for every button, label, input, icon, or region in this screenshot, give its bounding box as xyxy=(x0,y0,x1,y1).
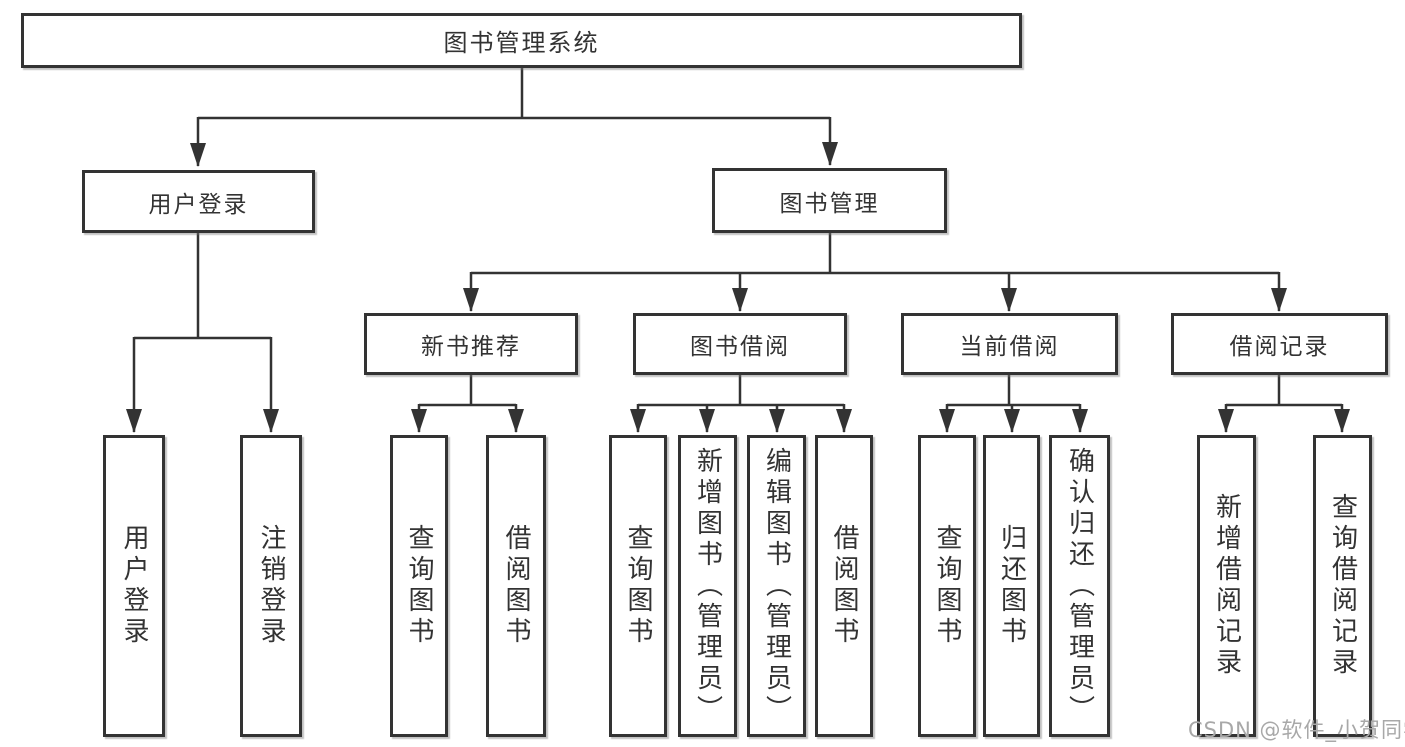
leaf-return-books: 归还图书 xyxy=(983,435,1040,737)
leaf-add-book-admin: 新增图书（管理员） xyxy=(678,435,737,737)
leaf-logout: 注销登录 xyxy=(240,435,302,737)
node-new-book-recommend: 新书推荐 xyxy=(364,313,578,375)
leaf-user-login: 用户登录 xyxy=(103,435,165,737)
leaf-add-borrow-record: 新增借阅记录 xyxy=(1197,435,1256,737)
node-label: 查询图书 xyxy=(404,524,434,648)
node-label: 借阅记录 xyxy=(1229,334,1330,360)
node-label: 新增借阅记录 xyxy=(1211,493,1242,679)
leaf-borrow-books: 借阅图书 xyxy=(815,435,873,737)
node-label: 借阅图书 xyxy=(829,524,859,648)
node-label: 查询借阅记录 xyxy=(1327,493,1358,679)
leaf-query-borrow-record: 查询借阅记录 xyxy=(1313,435,1372,737)
node-current-borrowing: 当前借阅 xyxy=(901,313,1118,375)
node-label: 图书管理 xyxy=(779,190,880,217)
node-label: 新增图书（管理员） xyxy=(692,446,723,726)
node-label: 用户登录 xyxy=(148,191,249,218)
leaf-confirm-return-admin: 确认归还（管理员） xyxy=(1049,435,1110,737)
leaf-query-books-borrowing: 查询图书 xyxy=(609,435,667,737)
leaf-edit-book-admin: 编辑图书（管理员） xyxy=(747,435,806,737)
leaf-borrow-books-recommend: 借阅图书 xyxy=(486,435,546,737)
csdn-watermark: CSDN @软件_小贺同学 xyxy=(1188,718,1405,742)
node-label: 编辑图书（管理员） xyxy=(761,446,792,726)
node-book-management: 图书管理 xyxy=(712,168,947,233)
node-label: 图书管理系统 xyxy=(443,29,600,57)
node-library-management-system: 图书管理系统 xyxy=(21,13,1022,68)
leaf-query-books-current: 查询图书 xyxy=(918,435,976,737)
node-label: 新书推荐 xyxy=(421,334,521,360)
node-label: 查询图书 xyxy=(623,524,653,648)
node-borrowing-records: 借阅记录 xyxy=(1171,313,1388,375)
node-label: 确认归还（管理员） xyxy=(1064,446,1095,726)
node-user-login: 用户登录 xyxy=(82,170,315,233)
node-label: 查询图书 xyxy=(932,524,962,648)
node-label: 归还图书 xyxy=(996,524,1027,648)
node-label: 图书借阅 xyxy=(690,334,790,360)
node-label: 当前借阅 xyxy=(959,334,1060,360)
node-book-borrowing: 图书借阅 xyxy=(633,313,847,375)
node-label: 注销登录 xyxy=(256,524,286,648)
node-label: 用户登录 xyxy=(119,524,149,648)
leaf-query-books-recommend: 查询图书 xyxy=(390,435,448,737)
node-label: 借阅图书 xyxy=(501,524,531,648)
